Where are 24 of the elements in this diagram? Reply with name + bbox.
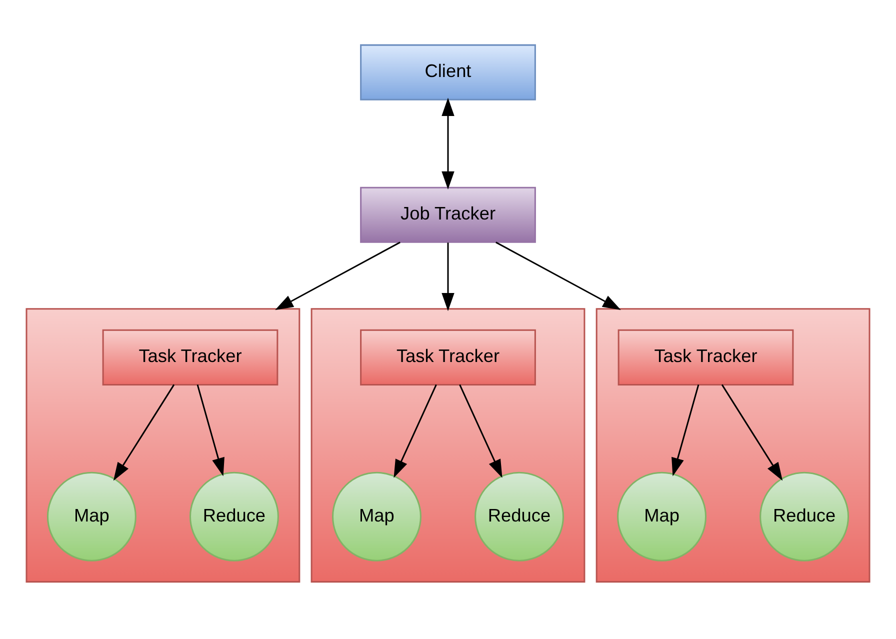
node-box: Task Tracker bbox=[618, 329, 794, 386]
arrow bbox=[275, 242, 400, 310]
node-box: Job Tracker bbox=[360, 186, 536, 243]
arrow bbox=[496, 242, 621, 310]
arrow bbox=[394, 384, 437, 478]
node-box: Task Tracker bbox=[360, 329, 536, 386]
node-circle: Reduce bbox=[474, 472, 564, 562]
node-circle: Map bbox=[617, 472, 707, 562]
node-circle: Reduce bbox=[760, 472, 850, 562]
arrow bbox=[113, 384, 175, 481]
node-circle: Map bbox=[46, 472, 136, 562]
arrow bbox=[672, 384, 700, 476]
arrow bbox=[196, 384, 224, 476]
arrow bbox=[442, 98, 454, 190]
cluster bbox=[310, 308, 586, 583]
node-circle: Reduce bbox=[189, 472, 279, 562]
arrow bbox=[442, 242, 454, 312]
cluster bbox=[26, 308, 300, 583]
node-circle: Map bbox=[332, 472, 422, 562]
cluster bbox=[596, 308, 870, 583]
node-box: Task Tracker bbox=[102, 329, 278, 386]
node-box: Client bbox=[360, 44, 536, 100]
arrow bbox=[459, 384, 502, 478]
arrow bbox=[721, 384, 783, 481]
